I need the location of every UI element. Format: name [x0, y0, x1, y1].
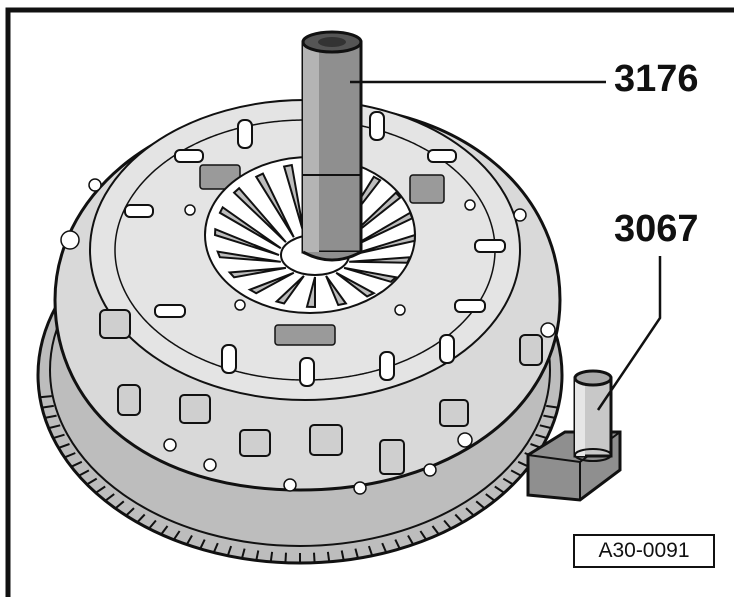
gear-tooth [510, 469, 522, 477]
gear-tooth [431, 525, 440, 536]
gear-tooth [241, 548, 246, 559]
figure-id-box: A30-0091 [573, 534, 715, 568]
callout-label-3176: 3176 [614, 58, 699, 100]
gear-tooth [539, 424, 552, 430]
gear-tooth [199, 539, 206, 550]
gear-tooth [226, 545, 233, 557]
spring-finger [350, 233, 417, 256]
leader-lines [350, 80, 662, 411]
gear-tooth [39, 395, 52, 399]
spring-finger [254, 172, 295, 238]
gear-tooth [48, 424, 61, 430]
gear-tooth [546, 404, 559, 409]
spring-finger [216, 250, 281, 263]
gear-tooth [407, 534, 415, 546]
gear-tooth [95, 485, 106, 494]
gear-tooth [475, 500, 486, 510]
spring-finger [232, 186, 287, 243]
gear-tooth [284, 552, 287, 563]
gear-tooth [114, 500, 125, 510]
gear-tooth [367, 545, 374, 557]
gear-tooth [494, 485, 505, 494]
locating-pin-3067 [526, 369, 622, 502]
spring-finger [282, 163, 305, 235]
gear-tooth [313, 552, 316, 563]
spring-finger [348, 211, 414, 250]
gear-tooth [381, 542, 388, 553]
gear-tooth [543, 414, 556, 419]
gear-tooth [502, 477, 514, 486]
gear-tooth [136, 513, 146, 523]
gear-tooth [394, 539, 401, 550]
gear-tooth [125, 507, 135, 517]
spring-finger [325, 275, 348, 307]
leader-3067 [596, 256, 662, 411]
callout-label-3067: 3067 [614, 208, 699, 250]
spring-finger [227, 266, 287, 279]
gear-tooth [340, 550, 345, 561]
gear-tooth [535, 433, 548, 440]
gear-tooth [44, 414, 57, 419]
gear-tooth [269, 551, 274, 562]
spring-finger [274, 275, 305, 305]
gear-tooth [52, 433, 65, 440]
gear-tooth [454, 513, 464, 523]
figure-frame [5, 7, 734, 597]
gear-tooth [485, 493, 496, 502]
gear-tooth [255, 550, 260, 561]
gear-tooth [64, 452, 76, 459]
gear-tooth [41, 404, 54, 409]
gear-tooth [443, 519, 452, 530]
gear-tooth [58, 443, 70, 449]
spring-finger [218, 205, 282, 250]
gear-tooth [160, 525, 169, 536]
spring-finger [247, 271, 295, 295]
gear-tooth [354, 548, 359, 559]
spring-finger [335, 271, 377, 298]
spring-finger [343, 266, 399, 283]
gear-tooth [326, 551, 331, 562]
gear-tooth [419, 530, 428, 541]
gear-tooth [148, 519, 157, 530]
gear-tooth [86, 477, 98, 486]
gear-tooth [78, 469, 90, 477]
gear-tooth [104, 493, 115, 502]
gear-tooth [465, 507, 475, 517]
centering-mandrel-3176 [301, 30, 363, 262]
gear-tooth [212, 542, 219, 553]
gear-tooth [70, 460, 83, 468]
spring-finger [349, 256, 412, 264]
spring-finger [213, 227, 280, 256]
gear-tooth [185, 534, 193, 546]
gear-tooth [172, 530, 181, 541]
spring-finger [305, 276, 316, 309]
